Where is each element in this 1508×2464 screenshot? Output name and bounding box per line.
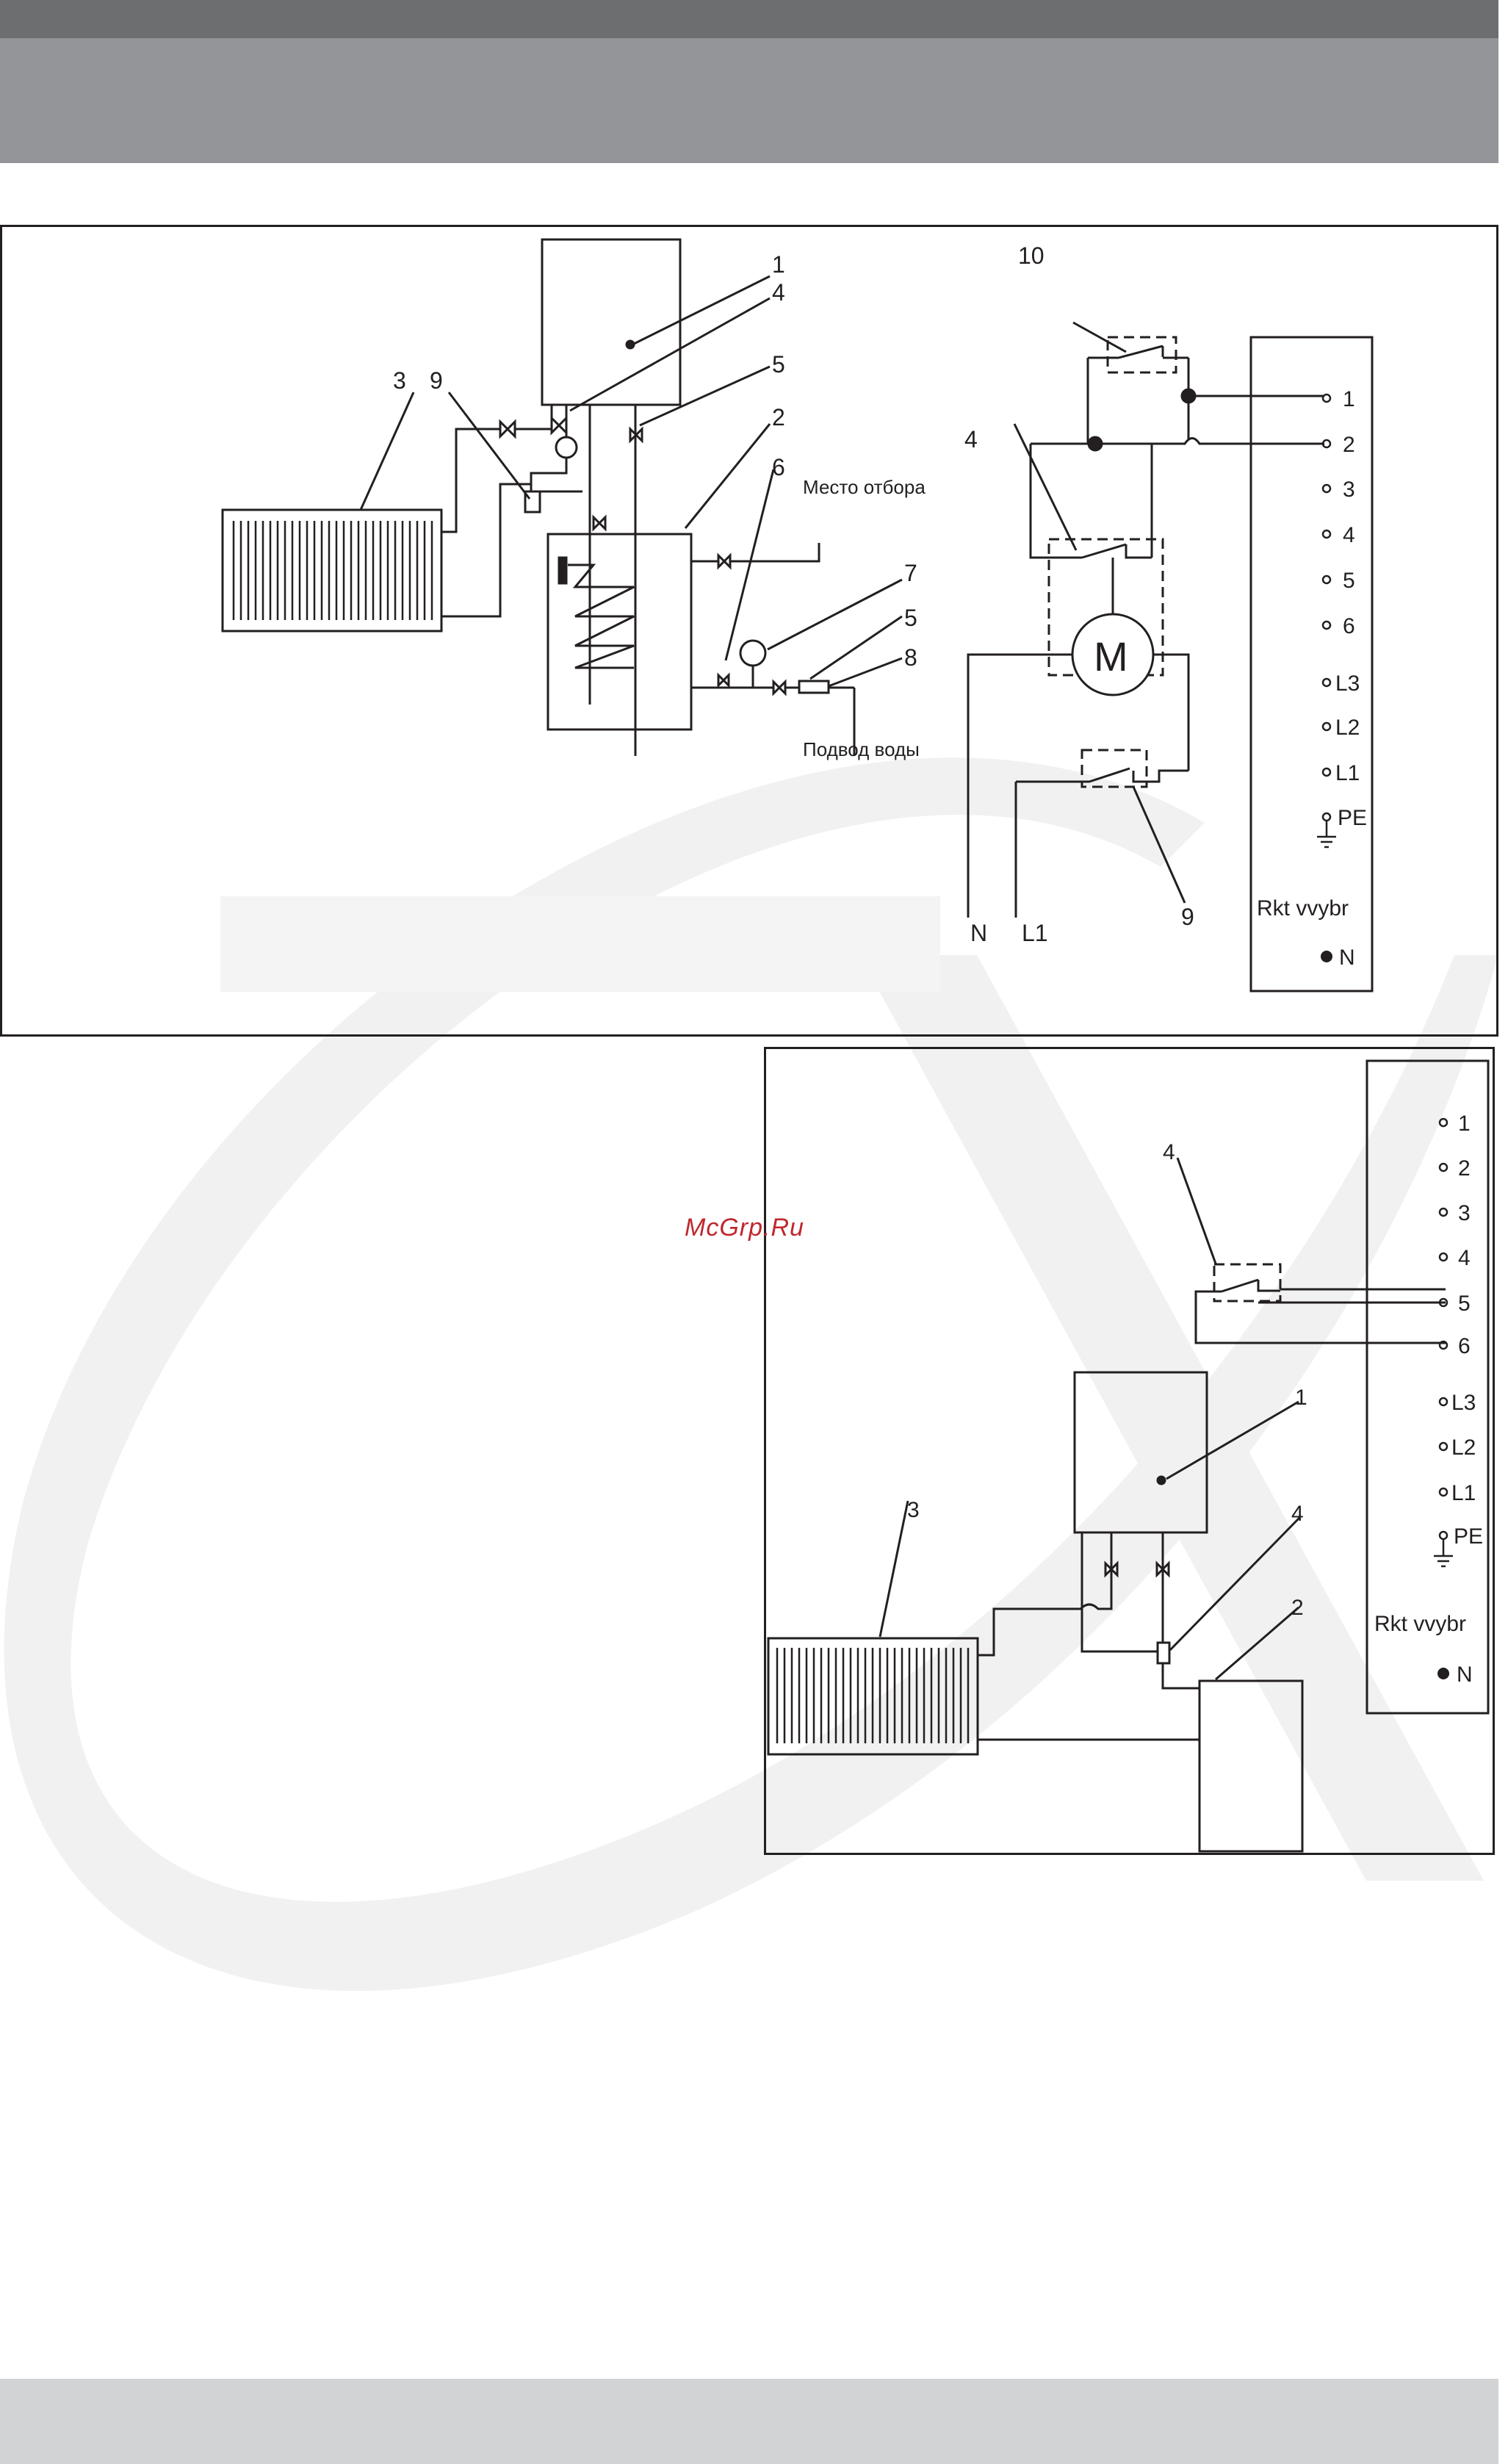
callout-5a: 5	[772, 351, 785, 378]
terminal-b-L1: L1	[1451, 1481, 1476, 1505]
terminal-b-N: N	[1457, 1663, 1473, 1687]
terminal-5: 5	[1343, 569, 1355, 593]
direct-heating-panel: 4 1 3 4 2 1 2 3 4 5 6 L3 L2 L1 PE Rkt vv…	[764, 1047, 1495, 1855]
callout-2-b: 2	[1291, 1596, 1304, 1620]
terminal-b-5: 5	[1458, 1292, 1471, 1316]
callout-4: 4	[772, 279, 785, 306]
callout-7: 7	[904, 560, 917, 586]
terminal-6: 6	[1343, 614, 1355, 638]
terminal-b-PE: PE	[1454, 1524, 1483, 1549]
callout-1-b: 1	[1295, 1386, 1307, 1410]
terminal-L2: L2	[1335, 716, 1360, 740]
callout-9-wiring: 9	[1181, 904, 1194, 930]
page-header-band	[0, 38, 1498, 163]
terminal-b-1: 1	[1458, 1112, 1471, 1136]
terminal-block-caption: Rkt vvybr	[1257, 896, 1349, 921]
terminal-2: 2	[1343, 433, 1355, 457]
heating-scheme-panel: 1 4 3 9 5 2 6 7 5 8 10 4 9 M N L1 Место …	[0, 225, 1498, 1037]
terminal-L1: L1	[1335, 761, 1360, 785]
motor-label: M	[1094, 633, 1128, 680]
callout-9: 9	[430, 367, 443, 394]
terminal-b-6: 6	[1458, 1334, 1471, 1358]
terminal-b-2: 2	[1458, 1156, 1471, 1181]
boiler-unit-2	[1075, 1372, 1207, 1532]
boiler-unit	[542, 239, 680, 405]
page-footer-band	[0, 2379, 1498, 2464]
water-inlet-label: Подвод воды	[803, 738, 920, 760]
terminal-4: 4	[1343, 523, 1355, 547]
terminal-block-caption-b: Rkt vvybr	[1374, 1612, 1466, 1636]
draw-point-label: Место отбора	[803, 476, 926, 498]
terminal-b-L3: L3	[1451, 1391, 1476, 1415]
supply-line-label: L1	[1022, 920, 1048, 946]
direct-heating-diagram: 4 1 3 4 2 1 2 3 4 5 6 L3 L2 L1 PE Rkt vv…	[766, 1049, 1493, 1853]
callout-3: 3	[393, 367, 406, 394]
site-watermark-text: McGrp.Ru	[685, 1214, 804, 1242]
terminal-b-4: 4	[1458, 1246, 1471, 1270]
callout-3-b: 3	[907, 1498, 920, 1522]
callout-1: 1	[772, 251, 785, 278]
water-heater-tank	[548, 534, 691, 730]
callout-4-b2: 4	[1291, 1502, 1304, 1526]
terminal-3: 3	[1343, 478, 1355, 502]
callout-10: 10	[1018, 242, 1045, 269]
callout-8: 8	[904, 644, 917, 671]
water-heater-2	[1199, 1681, 1302, 1851]
terminal-b-L2: L2	[1451, 1435, 1476, 1460]
terminal-1: 1	[1343, 387, 1355, 411]
callout-4-wiring: 4	[964, 426, 978, 453]
supply-neutral-label: N	[970, 920, 987, 946]
terminal-b-3: 3	[1458, 1201, 1471, 1225]
callout-6: 6	[772, 454, 785, 480]
callout-2: 2	[772, 404, 785, 431]
terminal-PE: PE	[1338, 806, 1367, 830]
terminal-L3: L3	[1335, 671, 1360, 696]
terminal-N: N	[1339, 945, 1355, 970]
top-bar	[0, 0, 1498, 38]
callout-4-b: 4	[1163, 1140, 1175, 1164]
heating-scheme-diagram: 1 4 3 9 5 2 6 7 5 8 10 4 9 M N L1 Место …	[2, 227, 1496, 1034]
callout-5b: 5	[904, 605, 917, 631]
